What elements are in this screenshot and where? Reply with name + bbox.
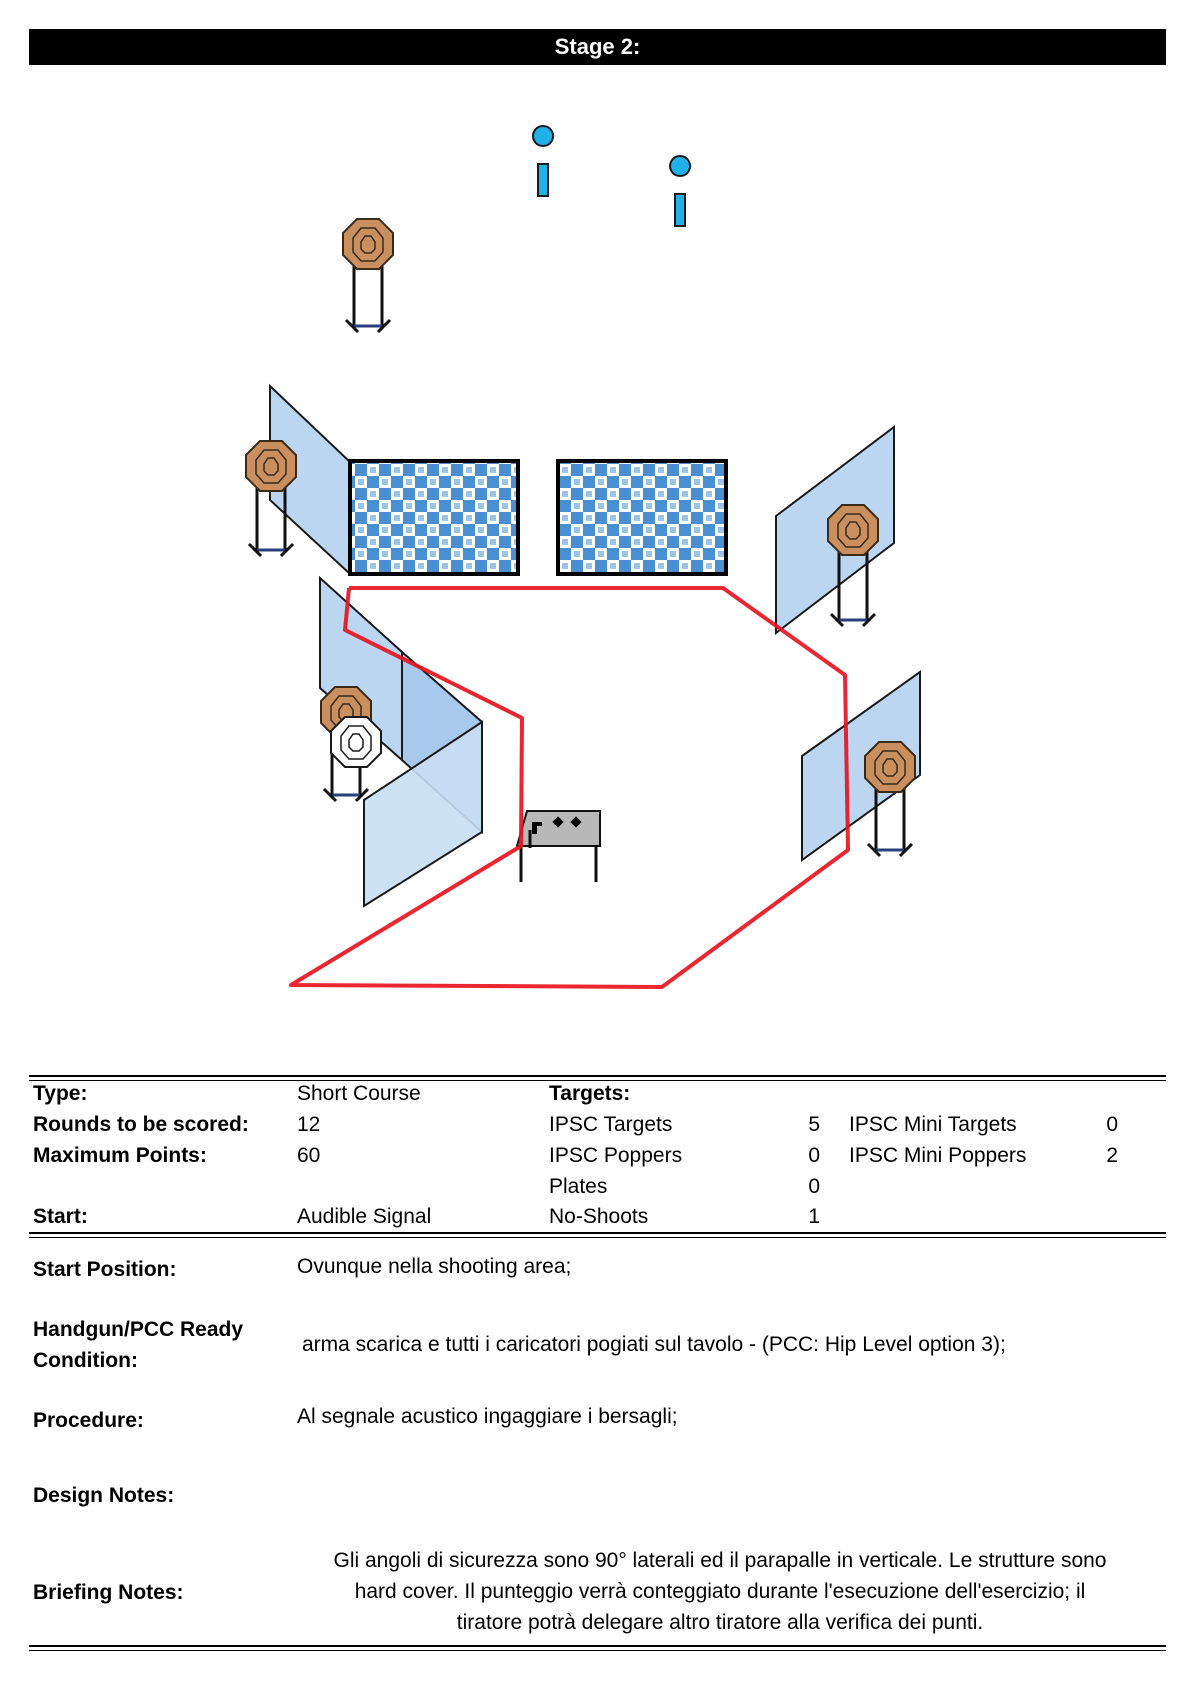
procedure-value: Al segnale acustico ingaggiare i bersagl… [297,1405,678,1428]
wall-right-lower [801,670,921,862]
mini-targets-value: 0 [1106,1113,1118,1136]
type-value: Short Course [297,1082,421,1105]
mini-popper-1 [532,125,555,197]
start-label: Start: [33,1205,88,1228]
ipsc-targets-label: IPSC Targets [549,1113,673,1136]
start-table [515,810,601,882]
mini-poppers-label: IPSC Mini Poppers [849,1144,1027,1167]
target-stand-top-left [342,218,394,334]
briefing-notes-line3: tiratore potrà delegare altro tiratore a… [456,1611,984,1634]
rounds-label: Rounds to be scored: [33,1113,249,1136]
start-value: Audible Signal [297,1205,432,1228]
plates-label: Plates [549,1175,608,1198]
stage-title-bar: Stage 2: [29,29,1166,65]
handgun-icon [532,822,542,834]
no-shoots-label: No-Shoots [549,1205,649,1228]
no-shoots-value: 1 [808,1205,820,1228]
ipsc-poppers-value: 0 [808,1144,820,1167]
stage-diagram [245,125,921,989]
start-position-label: Start Position: [33,1258,177,1281]
target-stand-left-lower [320,686,382,803]
mini-poppers-value: 2 [1106,1144,1118,1167]
magazine-icon [570,816,582,828]
points-label: Maximum Points: [33,1144,207,1167]
barrier-checkered-right [556,459,728,576]
type-label: Type: [33,1082,88,1105]
ipsc-targets-value: 5 [808,1113,820,1136]
magazine-icon [552,816,564,828]
divider-bottom [29,1645,1166,1651]
points-value: 60 [297,1144,321,1167]
stage-title: Stage 2: [554,34,641,59]
no-shoot-target [330,716,382,768]
ready-condition-label-line1: Handgun/PCC Ready [33,1318,244,1341]
shooting-area-fault-line [289,586,850,989]
barrier-checkered-left [348,459,520,576]
mini-popper-2 [669,155,692,227]
start-position-value: Ovunque nella shooting area; [297,1255,572,1278]
targets-header: Targets: [549,1082,631,1105]
wall-left-front [363,720,483,908]
ready-condition-label-line2: Condition: [33,1349,138,1372]
divider-top [29,1075,1166,1081]
rounds-value: 12 [297,1113,321,1136]
plates-value: 0 [808,1175,820,1198]
ready-condition-value: arma scarica e tutti i caricatori pogiat… [302,1333,1006,1356]
design-notes-label: Design Notes: [33,1484,175,1507]
divider-middle [29,1232,1166,1238]
briefing-notes-label: Briefing Notes: [33,1581,184,1604]
briefing-notes-line1: Gli angoli di sicurezza sono 90° lateral… [333,1549,1107,1572]
procedure-label: Procedure: [33,1409,144,1432]
mini-targets-label: IPSC Mini Targets [849,1113,1017,1136]
ipsc-poppers-label: IPSC Poppers [549,1144,683,1167]
briefing-notes-line2: hard cover. Il punteggio verrà conteggia… [354,1580,1086,1603]
